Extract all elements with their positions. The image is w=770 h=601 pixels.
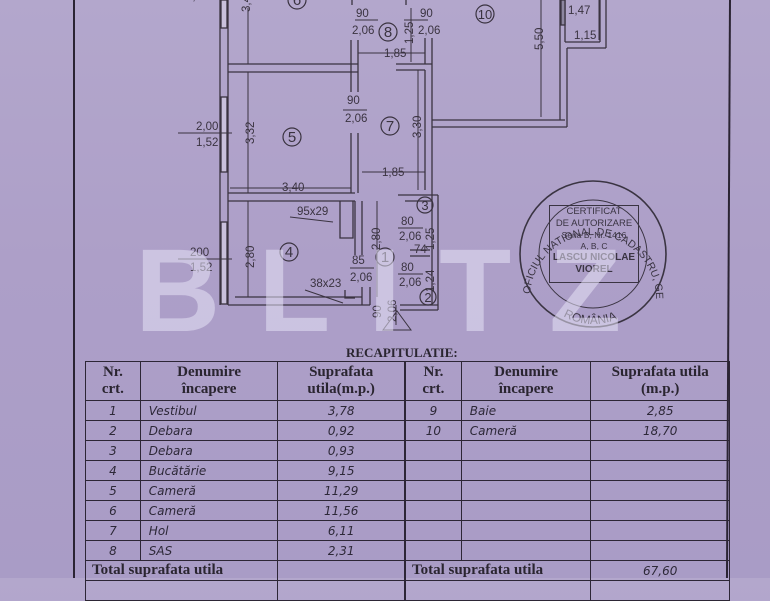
table-row bbox=[405, 440, 730, 461]
svg-text:3,40: 3,40 bbox=[282, 182, 304, 194]
stamp-line-name: LASCU NICOLAE bbox=[552, 252, 636, 263]
svg-text:90: 90 bbox=[420, 8, 433, 20]
svg-text:85: 85 bbox=[352, 255, 365, 267]
svg-text:1,52: 1,52 bbox=[196, 137, 218, 149]
total-label: Total suprafata utila bbox=[84, 560, 279, 581]
svg-text:3,32: 3,32 bbox=[245, 122, 257, 144]
svg-text:2,06: 2,06 bbox=[418, 25, 440, 37]
table-row bbox=[405, 460, 730, 481]
svg-text:90: 90 bbox=[372, 305, 384, 318]
room-4-label: 4 bbox=[285, 244, 293, 261]
svg-text:1,52: 1,52 bbox=[190, 262, 212, 274]
table-row bbox=[405, 500, 730, 521]
svg-text:74: 74 bbox=[414, 244, 427, 256]
svg-text:1,25: 1,25 bbox=[404, 22, 416, 44]
svg-text:200: 200 bbox=[190, 247, 209, 259]
svg-text:80: 80 bbox=[401, 216, 414, 228]
svg-text:2,06: 2,06 bbox=[345, 113, 367, 125]
svg-text:2,80: 2,80 bbox=[245, 246, 257, 268]
floor-plan: 3,4 1,52 90 2,06 90 2,06 1,25 1,85 5,50 … bbox=[0, 0, 667, 331]
room-5-label: 5 bbox=[288, 129, 296, 146]
table-row bbox=[405, 540, 730, 561]
room-8-label: 8 bbox=[384, 24, 392, 41]
page-border-left bbox=[73, 0, 75, 578]
stamp-line-autorizare: DE AUTORIZARE bbox=[555, 218, 633, 229]
svg-text:1,47: 1,47 bbox=[568, 5, 590, 17]
table-row bbox=[405, 520, 730, 541]
svg-text:1,85: 1,85 bbox=[382, 167, 404, 179]
recap-title: RECAPITULATIE: bbox=[346, 345, 458, 360]
header-suprafata: Suprafata utila(m.p.) bbox=[590, 361, 730, 401]
cut-off-row bbox=[404, 580, 730, 601]
svg-text:2,00: 2,00 bbox=[196, 121, 218, 133]
svg-text:80: 80 bbox=[401, 262, 414, 274]
svg-text:95x29: 95x29 bbox=[297, 206, 328, 218]
svg-text:3,4: 3,4 bbox=[241, 0, 253, 12]
header-nr: Nr.crt. bbox=[85, 361, 141, 401]
svg-text:1,85: 1,85 bbox=[384, 48, 406, 60]
watermark-logo: BLITZ bbox=[135, 225, 660, 357]
stamp-line-certificat: CERTIFICAT bbox=[566, 206, 622, 217]
room-6-label: 6 bbox=[293, 0, 301, 9]
room-3-label: 3 bbox=[421, 198, 428, 213]
svg-text:3,30: 3,30 bbox=[412, 116, 424, 138]
cut-off-row bbox=[84, 580, 405, 601]
stamp-line-surname: VIOREL bbox=[575, 264, 613, 275]
svg-text:2,06: 2,06 bbox=[352, 25, 374, 37]
svg-text:2,06: 2,06 bbox=[387, 300, 399, 322]
svg-text:2,06: 2,06 bbox=[350, 272, 372, 284]
svg-text:2,80: 2,80 bbox=[371, 228, 383, 250]
room-7-label: 7 bbox=[386, 118, 394, 135]
room-1-label: 1 bbox=[381, 249, 389, 266]
svg-text:2,06: 2,06 bbox=[399, 231, 421, 243]
svg-text:2,06: 2,06 bbox=[399, 277, 421, 289]
stamp-line-seria: Seria B, Nr. 1416 bbox=[561, 230, 627, 240]
room-10-label: 10 bbox=[478, 7, 492, 22]
svg-text:1,24: 1,24 bbox=[425, 269, 437, 292]
svg-text:90: 90 bbox=[347, 95, 360, 107]
svg-text:1,52: 1,52 bbox=[186, 0, 208, 3]
total-row: Total suprafata utila bbox=[84, 560, 405, 581]
svg-text:1,15: 1,15 bbox=[574, 30, 596, 42]
stamp-line-categories: A, B, C bbox=[580, 241, 608, 251]
room-2-label: 2 bbox=[424, 290, 431, 305]
svg-text:1,25: 1,25 bbox=[425, 228, 437, 250]
svg-text:38x23: 38x23 bbox=[310, 278, 341, 290]
svg-text:90: 90 bbox=[356, 8, 369, 20]
stamp-certificate: CERTIFICAT DE AUTORIZARE Seria B, Nr. 14… bbox=[549, 205, 639, 283]
svg-text:5,50: 5,50 bbox=[534, 28, 546, 50]
table-row bbox=[405, 480, 730, 501]
header-nr: Nr.crt. bbox=[405, 361, 462, 401]
